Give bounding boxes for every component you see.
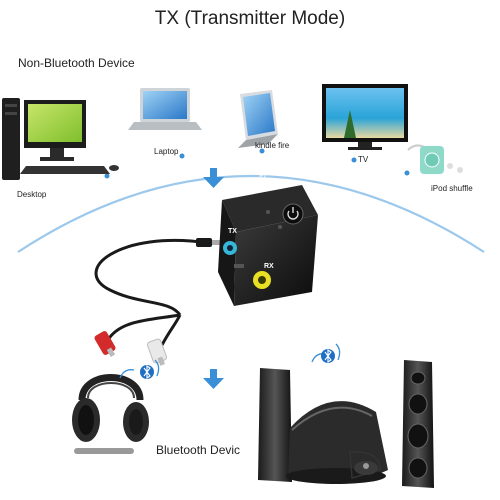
down-arrow-icon [203,369,224,389]
audio-cable [94,238,220,366]
bluetooth-icon [119,359,160,380]
tablet-icon [238,90,278,148]
power-button-icon [282,203,304,225]
device-label-tv: TV [358,155,369,164]
page-title: TX (Transmitter Mode) [154,8,346,29]
transmitter-device [218,185,318,306]
device-label-desktop: Desktop [17,190,47,199]
desktop-icon [2,98,119,180]
device-label-kindle-fire: kindle fire [255,141,290,150]
speaker-system-icon [258,360,434,488]
connection-arc [17,148,485,253]
rca-plug-red [94,331,116,357]
sink-heading: Bluetooth Devic [156,443,241,457]
rca-plug-white [147,338,167,366]
rx-port-label: RX [264,263,274,270]
tv-icon [322,84,408,150]
headphones-icon [72,374,149,454]
source-heading: Non-Bluetooth Device [18,56,135,70]
device-label-laptop: Laptop [154,147,179,156]
laptop-icon [128,88,202,130]
ipod-icon [407,144,463,174]
down-arrow-icon [203,168,224,188]
device-label-ipod-shuffle: iPod shuffle [431,184,473,193]
bluetooth-icon [311,343,341,364]
tx-port-label: TX [228,228,237,235]
